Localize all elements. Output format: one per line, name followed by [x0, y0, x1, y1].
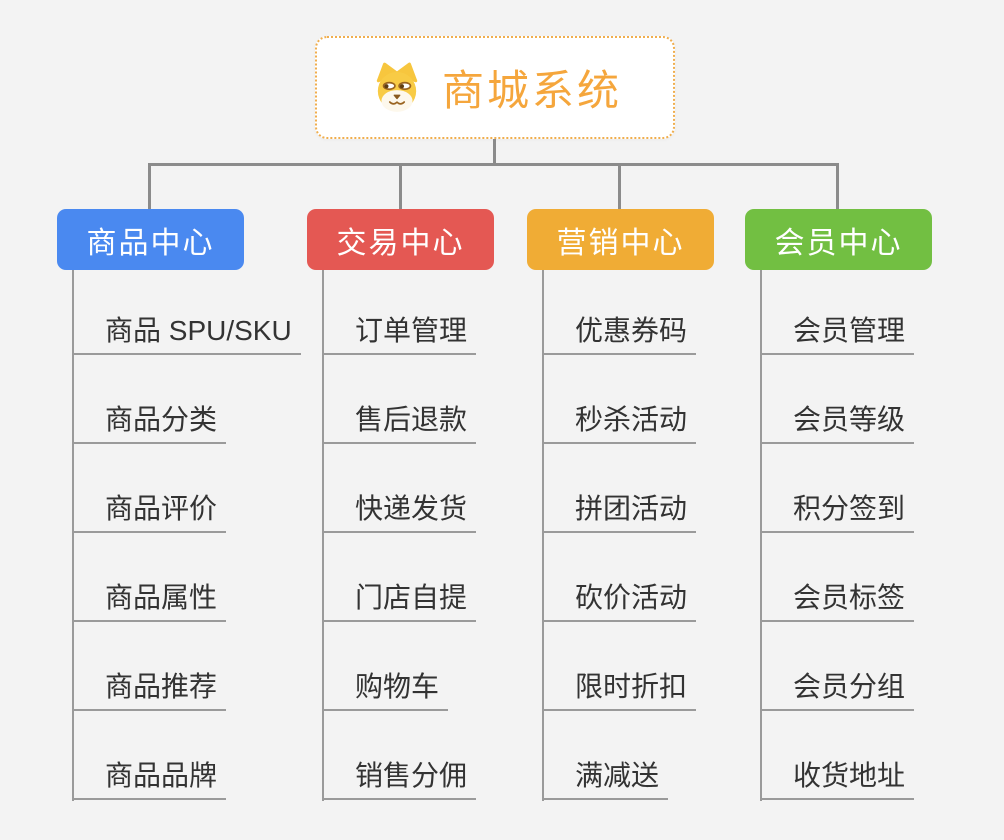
child-node-member-level[interactable]: 会员等级	[761, 391, 915, 444]
connector-drop-member	[836, 163, 839, 209]
child-node-product-recommend[interactable]: 商品推荐	[73, 658, 227, 711]
child-node-limited-time-discount[interactable]: 限时折扣	[543, 658, 697, 711]
branch-trade-center: 交易中心 订单管理 售后退款 快递发货 门店自提 购物车 销售分佣	[307, 209, 557, 809]
branch-connector-line	[72, 270, 74, 801]
connector-drop-trade	[399, 163, 402, 209]
child-node-points-checkin[interactable]: 积分签到	[761, 480, 915, 533]
branch-member-center: 会员中心 会员管理 会员等级 积分签到 会员标签 会员分组 收货地址	[745, 209, 995, 809]
child-node-member-tag[interactable]: 会员标签	[761, 569, 915, 622]
child-node-group-buy[interactable]: 拼团活动	[543, 480, 697, 533]
branch-connector-line	[542, 270, 544, 801]
child-node-product-category[interactable]: 商品分类	[73, 391, 227, 444]
child-node-shopping-cart[interactable]: 购物车	[323, 658, 449, 711]
branch-product-center: 商品中心 商品 SPU/SKU 商品分类 商品评价 商品属性 商品推荐 商品品牌	[57, 209, 307, 809]
child-node-bargain-activity[interactable]: 砍价活动	[543, 569, 697, 622]
child-node-shipping-address[interactable]: 收货地址	[761, 747, 915, 800]
branch-header-marketing-center[interactable]: 营销中心	[527, 209, 714, 270]
child-node-member-group[interactable]: 会员分组	[761, 658, 915, 711]
branch-header-product-center[interactable]: 商品中心	[57, 209, 244, 270]
connector-drop-marketing	[618, 163, 621, 209]
child-node-member-management[interactable]: 会员管理	[761, 302, 915, 355]
child-node-coupon-code[interactable]: 优惠券码	[543, 302, 697, 355]
child-node-product-attribute[interactable]: 商品属性	[73, 569, 227, 622]
child-node-order-management[interactable]: 订单管理	[323, 302, 477, 355]
branch-marketing-center: 营销中心 优惠券码 秒杀活动 拼团活动 砍价活动 限时折扣 满减送	[527, 209, 777, 809]
branch-connector-line	[322, 270, 324, 801]
child-node-flash-sale[interactable]: 秒杀活动	[543, 391, 697, 444]
child-node-aftersale-refund[interactable]: 售后退款	[323, 391, 477, 444]
connector-drop-product	[148, 163, 151, 209]
dog-face-icon	[376, 62, 418, 112]
child-node-sales-commission[interactable]: 销售分佣	[323, 747, 477, 800]
connector-horizontal	[148, 163, 839, 166]
child-node-product-review[interactable]: 商品评价	[73, 480, 227, 533]
branch-header-trade-center[interactable]: 交易中心	[307, 209, 494, 270]
root-title: 商城系统	[441, 67, 622, 114]
child-node-express-delivery[interactable]: 快递发货	[323, 480, 477, 533]
branch-connector-line	[760, 270, 762, 801]
child-node-store-pickup[interactable]: 门店自提	[323, 569, 477, 622]
branch-header-member-center[interactable]: 会员中心	[745, 209, 932, 270]
child-node-product-spu-sku[interactable]: 商品 SPU/SKU	[73, 302, 301, 355]
child-node-full-reduction[interactable]: 满减送	[543, 747, 669, 800]
child-node-product-brand[interactable]: 商品品牌	[73, 747, 227, 800]
connector-root-stem	[493, 139, 496, 164]
root-node[interactable]: 商城系统	[315, 36, 675, 139]
